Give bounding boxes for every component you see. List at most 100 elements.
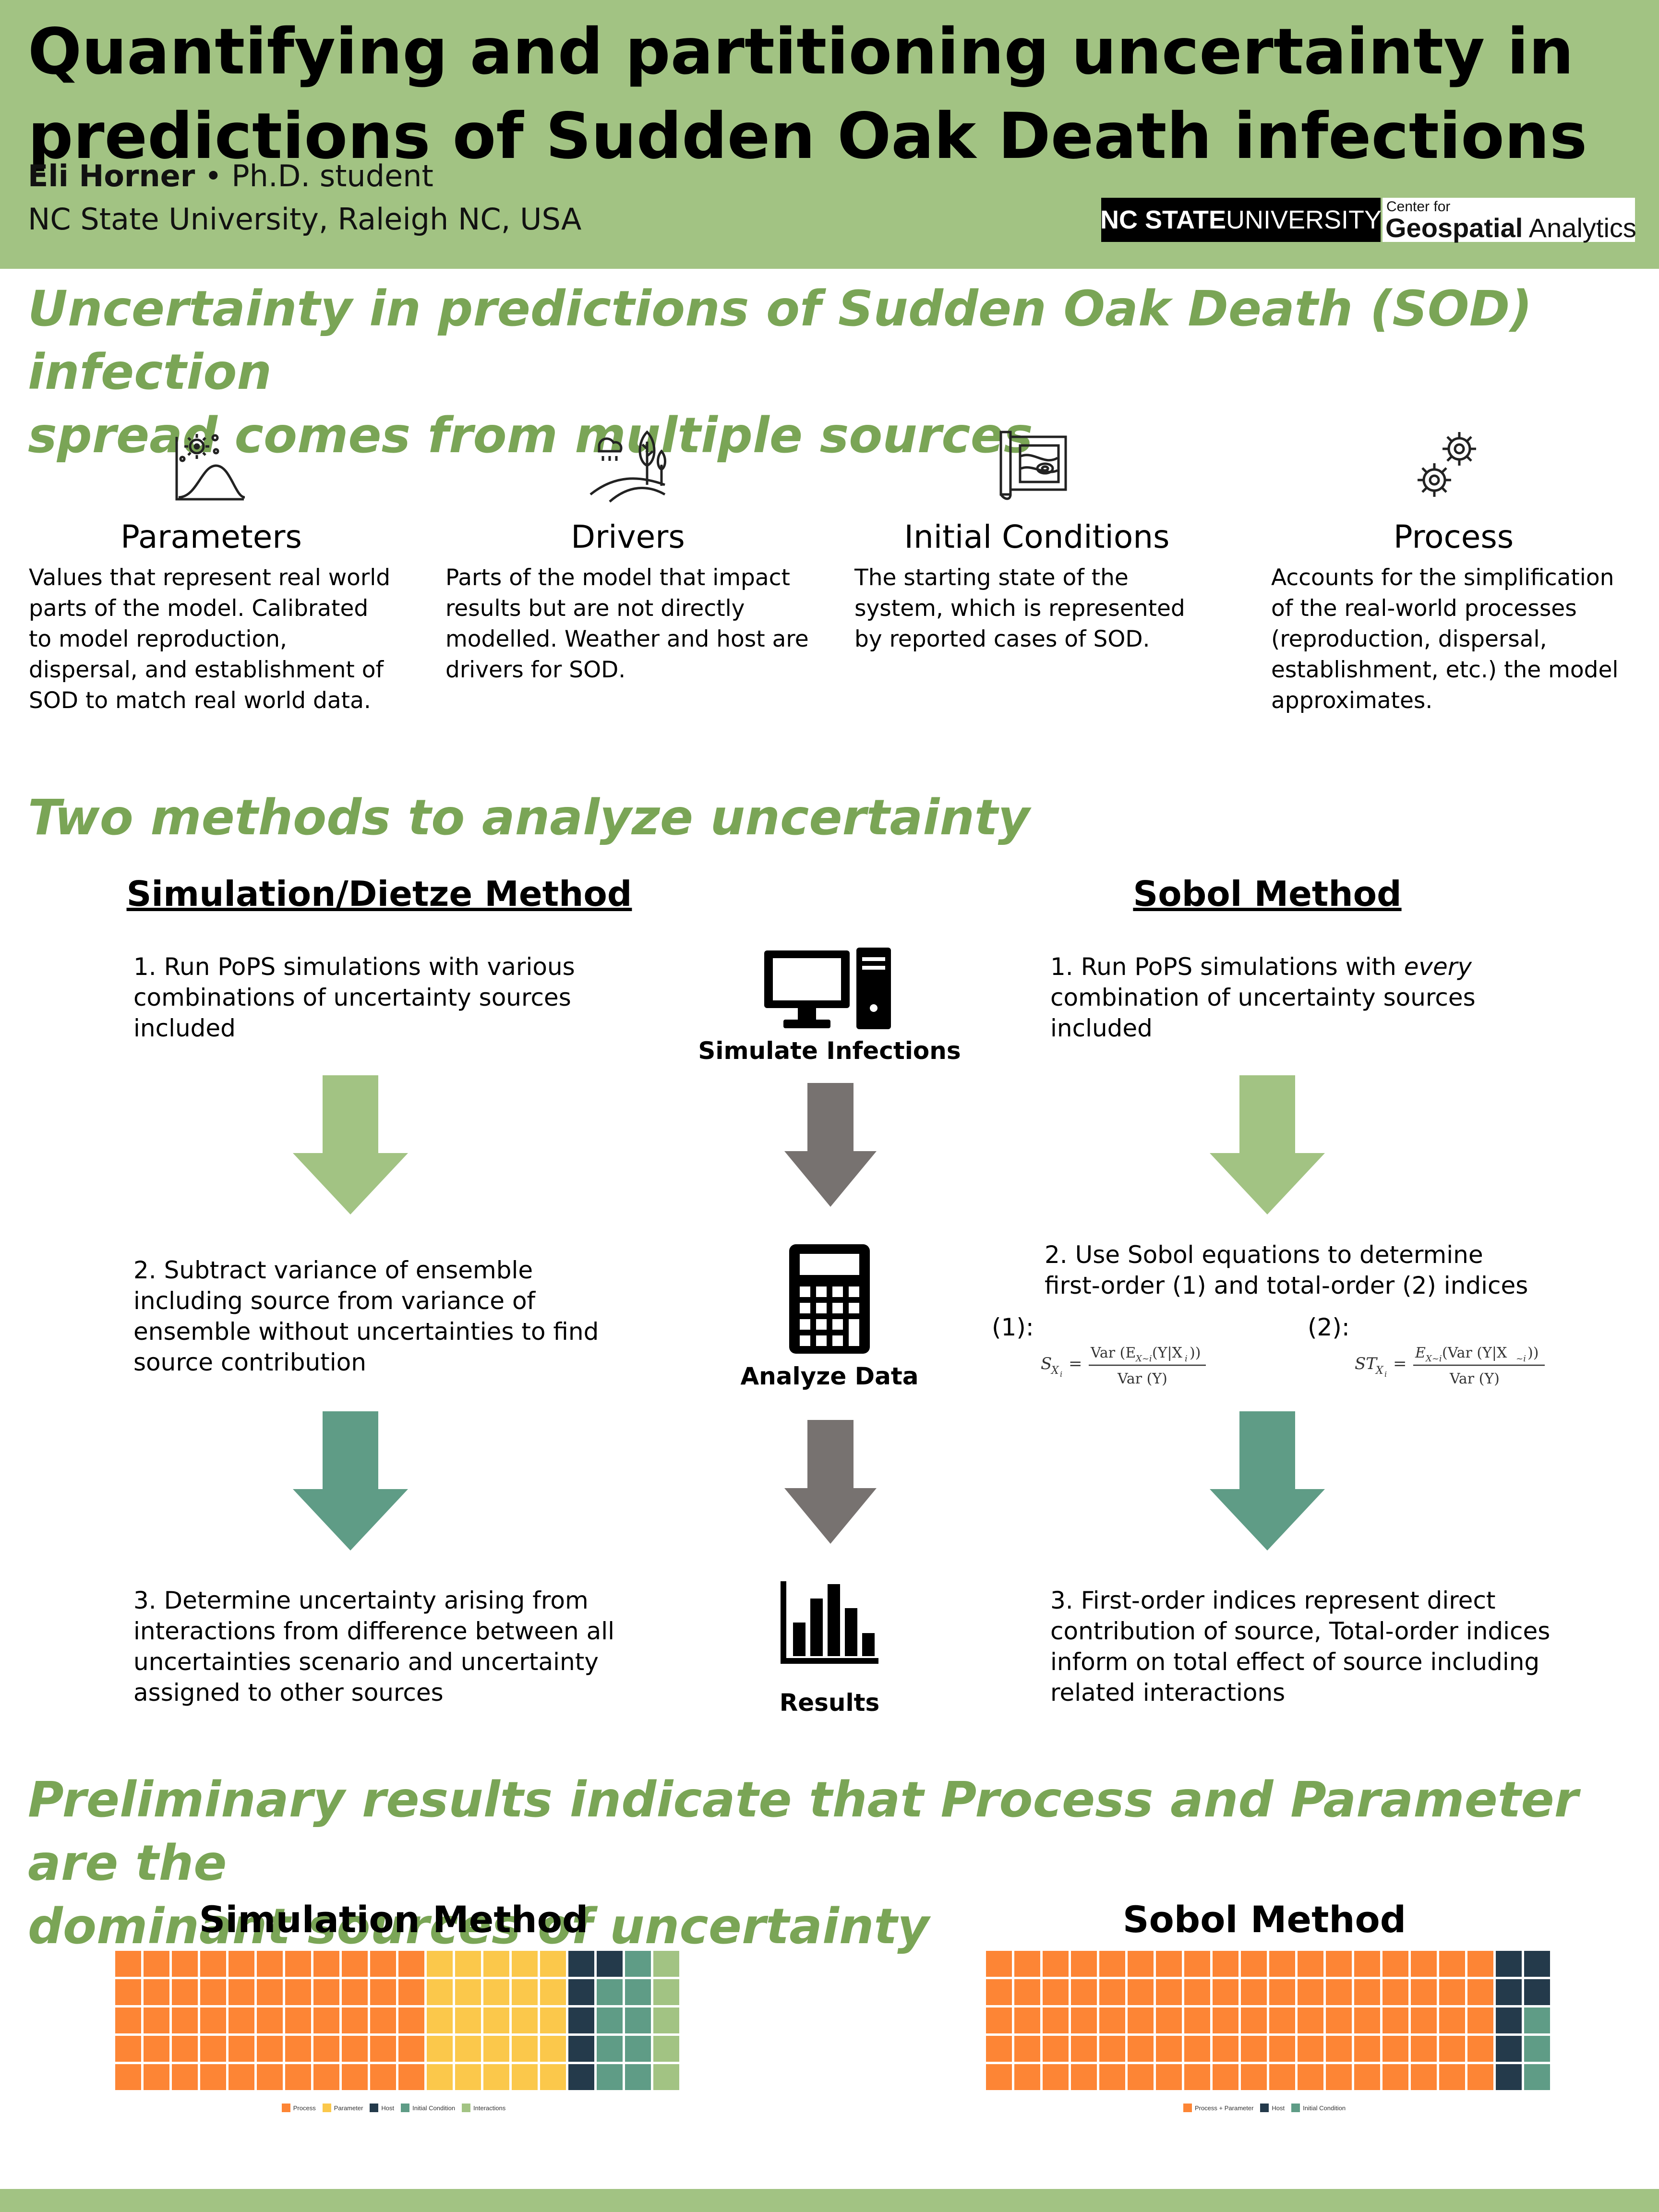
simulation-waffle-chart <box>115 1951 679 2090</box>
waffle-cell-process <box>144 2036 169 2062</box>
waffle-cell-process-parameter <box>1354 2036 1380 2062</box>
legend-item: Process <box>281 2104 316 2112</box>
waffle-cell-process <box>342 2008 368 2033</box>
waffle-cell-process <box>398 2036 424 2062</box>
waffle-cell-process-parameter <box>1439 2064 1465 2090</box>
waffle-cell-process <box>115 1951 141 1977</box>
svg-text:~i: ~i <box>1516 1354 1526 1364</box>
simulate-infections-label: Simulate Infections <box>698 1037 961 1065</box>
waffle-cell-parameter <box>540 2008 566 2033</box>
waffle-cell-process-parameter <box>1298 2064 1323 2090</box>
waffle-cell-host <box>1496 1979 1522 2005</box>
waffle-cell-process-parameter <box>1156 1979 1182 2005</box>
waffle-cell-parameter <box>512 1951 538 1977</box>
title-line-1: Quantifying and partitioning uncertainty… <box>28 15 1574 89</box>
waffle-cell-process <box>342 1979 368 2005</box>
waffle-cell-process-parameter <box>1071 1951 1097 1977</box>
sobol-waffle-chart <box>986 1951 1550 2090</box>
svg-text:i: i <box>1384 1370 1387 1379</box>
bar-chart-icon <box>781 1581 878 1664</box>
waffle-cell-process <box>285 2008 311 2033</box>
waffle-cell-process-parameter <box>1382 2008 1408 2033</box>
waffle-cell-process <box>313 2008 339 2033</box>
waffle-cell-process <box>370 1951 396 1977</box>
cga-logo-small: Center for <box>1386 199 1451 215</box>
svg-text:X~i: X~i <box>1135 1354 1152 1364</box>
poster-title: Quantifying and partitioning uncertainty… <box>28 10 1612 179</box>
legend-label: Process + Parameter <box>1194 2104 1254 2112</box>
waffle-cell-process-parameter <box>1298 1979 1323 2005</box>
waffle-cell-parameter <box>455 2008 481 2033</box>
waffle-cell-interactions <box>653 2008 679 2033</box>
svg-text:(Var (Y|X: (Var (Y|X <box>1442 1345 1507 1361</box>
sobol-step-1-post: combination of uncertainty sources inclu… <box>1050 984 1476 1042</box>
source-title-initial-conditions: Initial Conditions <box>904 518 1170 555</box>
waffle-cell-process-parameter <box>1467 2036 1493 2062</box>
waffle-cell-parameter <box>427 2064 453 2090</box>
legend-swatch <box>401 2104 410 2112</box>
waffle-cell-process <box>257 2036 283 2062</box>
map-icon <box>999 431 1067 500</box>
legend-label: Interactions <box>473 2104 506 2112</box>
waffle-cell-parameter <box>427 2036 453 2062</box>
waffle-cell-parameter <box>483 2064 509 2090</box>
gears-icon <box>1418 432 1476 497</box>
waffle-cell-process-parameter <box>1439 1951 1465 1977</box>
waffle-cell-process-parameter <box>1354 1979 1380 2005</box>
waffle-cell-interactions <box>653 1979 679 2005</box>
svg-text:=: = <box>1069 1354 1082 1373</box>
arrow-down-icon <box>1210 1075 1325 1214</box>
waffle-cell-process <box>313 1979 339 2005</box>
arrow-down-icon <box>1210 1411 1325 1551</box>
legend-swatch <box>1183 2104 1192 2112</box>
waffle-cell-process-parameter <box>1128 2064 1154 2090</box>
author-name: Eli Horner <box>28 158 195 193</box>
waffle-cell-process-parameter <box>1439 2036 1465 2062</box>
legend-item: Initial Condition <box>401 2104 455 2112</box>
waffle-cell-parameter <box>483 2036 509 2062</box>
sobol-step-1: 1. Run PoPS simulations with every combi… <box>1050 951 1492 1044</box>
waffle-cell-host <box>1496 2008 1522 2033</box>
waffle-cell-process <box>144 1951 169 1977</box>
source-title-process: Process <box>1393 518 1514 555</box>
waffle-cell-process <box>257 2008 283 2033</box>
waffle-cell-process <box>144 1979 169 2005</box>
source-desc-parameters: Values that represent real world parts o… <box>29 565 391 714</box>
waffle-cell-parameter <box>512 2064 538 2090</box>
waffle-cell-process <box>257 1979 283 2005</box>
waffle-cell-process-parameter <box>1326 2008 1352 2033</box>
waffle-cell-process-parameter <box>1298 2036 1323 2062</box>
waffle-cell-process <box>228 1979 254 2005</box>
waffle-cell-process-parameter <box>1411 2036 1437 2062</box>
waffle-cell-host <box>568 1951 594 1977</box>
waffle-cell-process-parameter <box>1128 2036 1154 2062</box>
waffle-cell-process-parameter <box>1382 2064 1408 2090</box>
waffle-cell-initial-condition <box>625 1951 651 1977</box>
waffle-cell-process-parameter <box>1043 1951 1069 1977</box>
waffle-cell-parameter <box>483 1951 509 1977</box>
sources-heading-line-2: spread comes from multiple sources <box>28 407 1033 464</box>
sobol-step-3: 3. First-order indices represent direct … <box>1050 1587 1551 1707</box>
legend-swatch <box>322 2104 331 2112</box>
waffle-cell-host <box>568 1979 594 2005</box>
waffle-cell-process-parameter <box>1156 2008 1182 2033</box>
waffle-cell-host <box>568 2036 594 2062</box>
svg-text:i: i <box>1060 1370 1062 1379</box>
waffle-cell-process-parameter <box>1043 2008 1069 2033</box>
waffle-cell-process <box>115 2064 141 2090</box>
waffle-cell-process-parameter <box>1382 1951 1408 1977</box>
waffle-cell-process-parameter <box>1184 1951 1210 1977</box>
legend-swatch <box>370 2104 379 2112</box>
waffle-cell-process <box>285 2036 311 2062</box>
waffle-cell-process-parameter <box>1326 2036 1352 2062</box>
waffle-cell-process-parameter <box>1354 2008 1380 2033</box>
waffle-cell-process-parameter <box>1269 2064 1295 2090</box>
waffle-cell-process-parameter <box>1213 1979 1238 2005</box>
calculator-icon <box>789 1244 870 1354</box>
waffle-cell-process-parameter <box>1128 1951 1154 1977</box>
waffle-cell-process <box>285 1951 311 1977</box>
waffle-cell-process <box>172 1951 198 1977</box>
analyze-data-label: Analyze Data <box>740 1362 919 1390</box>
waffle-cell-host <box>1496 2064 1522 2090</box>
